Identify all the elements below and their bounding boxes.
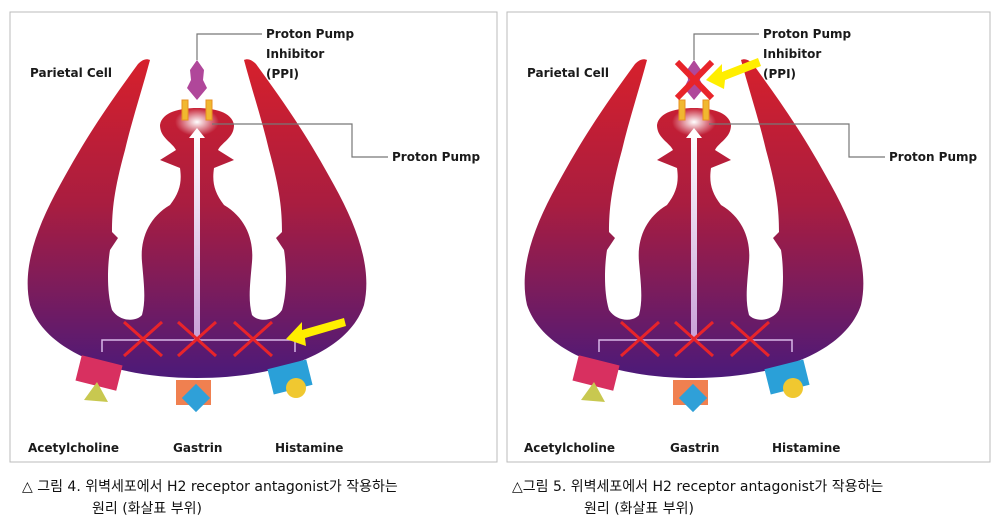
caption-figure-4-line-2: 원리 (화살표 부위) [92, 501, 202, 517]
caption-figure-4-line-1: △ 그림 4. 위벽세포에서 H2 receptor antagonist가 작… [22, 479, 398, 495]
label-ppi-2: Inhibitor [266, 47, 324, 61]
label-ppi-1: Proton Pump [266, 27, 355, 41]
figure-5-frame [506, 11, 991, 463]
label-acetylcholine: Acetylcholine [28, 441, 119, 455]
label-gastrin: Gastrin [173, 441, 222, 455]
label-proton-pump: Proton Pump [889, 150, 978, 164]
label-parietal-cell: Parietal Cell [527, 66, 609, 80]
label-gastrin: Gastrin [670, 441, 719, 455]
label-proton-pump: Proton Pump [392, 150, 481, 164]
caption-figure-5-line-1: △그림 5. 위벽세포에서 H2 receptor antagonist가 작용… [512, 479, 884, 495]
label-ppi-3: (PPI) [763, 67, 796, 81]
yellow-arrow-ppi [706, 58, 761, 89]
yellow-arrow-receptor [286, 318, 346, 346]
figure-5: Parietal Cell Proton Pump Inhibitor (PPI… [523, 27, 978, 455]
label-ppi-2: Inhibitor [763, 47, 821, 61]
label-histamine: Histamine [275, 441, 343, 455]
label-histamine: Histamine [772, 441, 840, 455]
label-parietal-cell: Parietal Cell [30, 66, 112, 80]
figure-4-frame [9, 11, 498, 463]
figure-4: Parietal Cell Proton Pump Inhibitor (PPI… [26, 27, 481, 455]
ppi-block-x [674, 59, 715, 101]
label-acetylcholine: Acetylcholine [524, 441, 615, 455]
label-ppi-1: Proton Pump [763, 27, 852, 41]
caption-figure-5-line-2: 원리 (화살표 부위) [584, 501, 694, 517]
label-ppi-3: (PPI) [266, 67, 299, 81]
